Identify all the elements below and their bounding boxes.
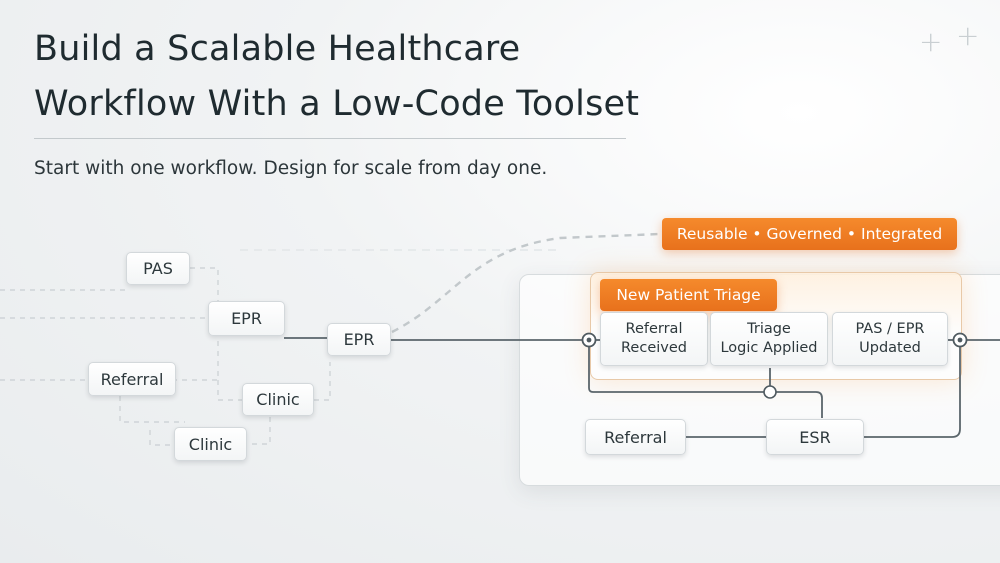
page-subtitle: Start with one workflow. Design for scal… [34,158,548,179]
dashed-connector [314,362,331,401]
node-epr-hub[interactable]: EPR [327,323,391,356]
step-label: Referral [625,321,683,337]
node-referral-lower[interactable]: Referral [585,419,686,455]
step-label: PAS / EPR [855,321,925,337]
dashed-connector [162,340,219,381]
node-referral-left[interactable]: Referral [88,362,176,396]
principles-badge: Reusable • Governed • Integrated [662,218,957,250]
dashed-connector [119,396,185,423]
step-label: Triage [747,321,791,337]
node-clinic-lower[interactable]: Clinic [174,427,247,461]
workflow-name-badge: New Patient Triage [600,279,777,311]
step-pas-epr-updated[interactable]: PAS / EPR Updated [832,312,948,366]
connector-line [588,346,764,393]
title-line-1: Build a Scalable Healthcare [34,29,521,69]
page-title: Build a Scalable Healthcare Workflow Wit… [34,22,639,132]
connector-ports [581,332,968,399]
step-label: Logic Applied [720,340,818,356]
step-label: Received [621,340,687,356]
node-clinic-upper[interactable]: Clinic [242,383,314,416]
plus-icon: + [919,25,943,58]
connector-line [864,346,961,438]
step-label: Updated [859,340,921,356]
node-pas[interactable]: PAS [126,252,190,285]
port-node [586,337,592,343]
step-referral-received[interactable]: Referral Received [600,312,708,366]
node-esr[interactable]: ESR [766,419,864,455]
connector-line [776,391,823,418]
dashed-connector [391,232,661,334]
title-divider [34,138,626,139]
dashed-connector [149,430,174,446]
dashed-connector [217,380,242,401]
title-line-2: Workflow With a Low-Code Toolset [34,84,640,124]
node-epr-upper[interactable]: EPR [208,301,285,336]
junction-node [763,385,777,399]
plus-icon: + [956,19,980,52]
step-triage-logic-applied[interactable]: Triage Logic Applied [710,312,828,366]
port-node [957,337,963,343]
